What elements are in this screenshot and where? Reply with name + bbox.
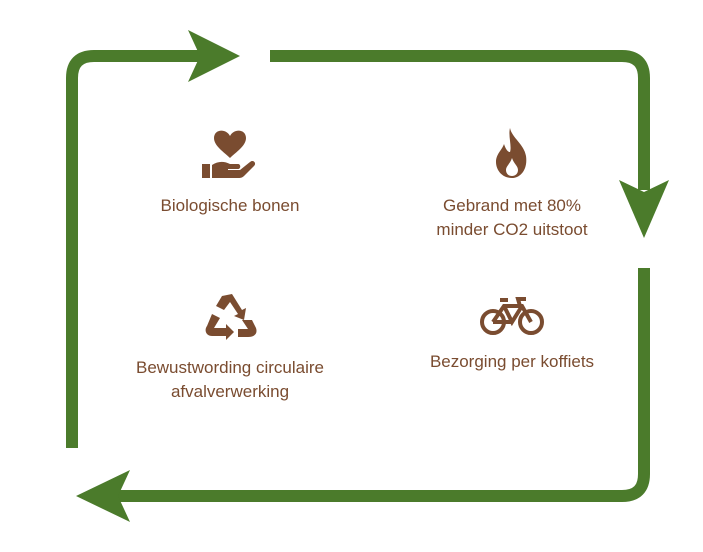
- item-roasted-less-co2: Gebrand met 80% minder CO2 uitstoot: [412, 126, 612, 242]
- item-coffee-bike-delivery: Bezorging per koffiets: [412, 296, 612, 374]
- item-circular-waste: Bewustwording circulaire afvalverwerking: [120, 290, 340, 404]
- cycle-segment-top-right: [270, 50, 650, 190]
- bicycle-icon: [480, 297, 544, 335]
- flame-icon: [496, 128, 527, 178]
- item-label: Biologische bonen: [160, 196, 300, 215]
- arrow-left-icon: [76, 470, 130, 522]
- recycle-icon: [205, 294, 257, 340]
- heart-in-hand-icon: [202, 130, 256, 178]
- arrow-right-icon: [188, 30, 240, 82]
- arrow-down-icon: [619, 180, 669, 238]
- item-label: Gebrand met 80% minder CO2 uitstoot: [436, 196, 588, 239]
- cycle-segment-top-left: [66, 50, 200, 448]
- cycle-segment-bottom-right: [116, 268, 650, 502]
- item-label: Bewustwording circulaire afvalverwerking: [135, 358, 325, 401]
- item-label: Bezorging per koffiets: [429, 352, 595, 371]
- item-organic-beans: Biologische bonen: [130, 128, 330, 218]
